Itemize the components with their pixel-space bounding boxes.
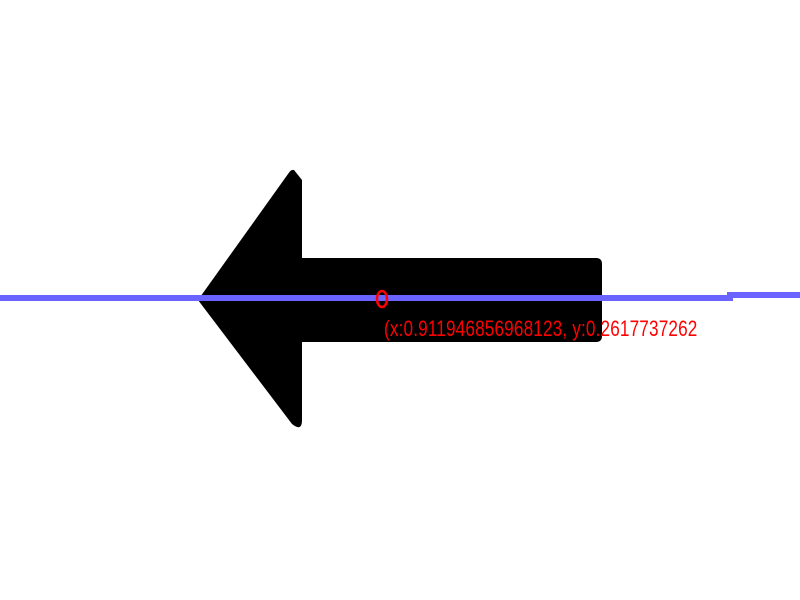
coordinate-readout: (x:0.911946856968123, y:0.2617737262	[384, 316, 698, 341]
guide-line	[0, 292, 800, 301]
cursor-marker	[375, 289, 389, 309]
